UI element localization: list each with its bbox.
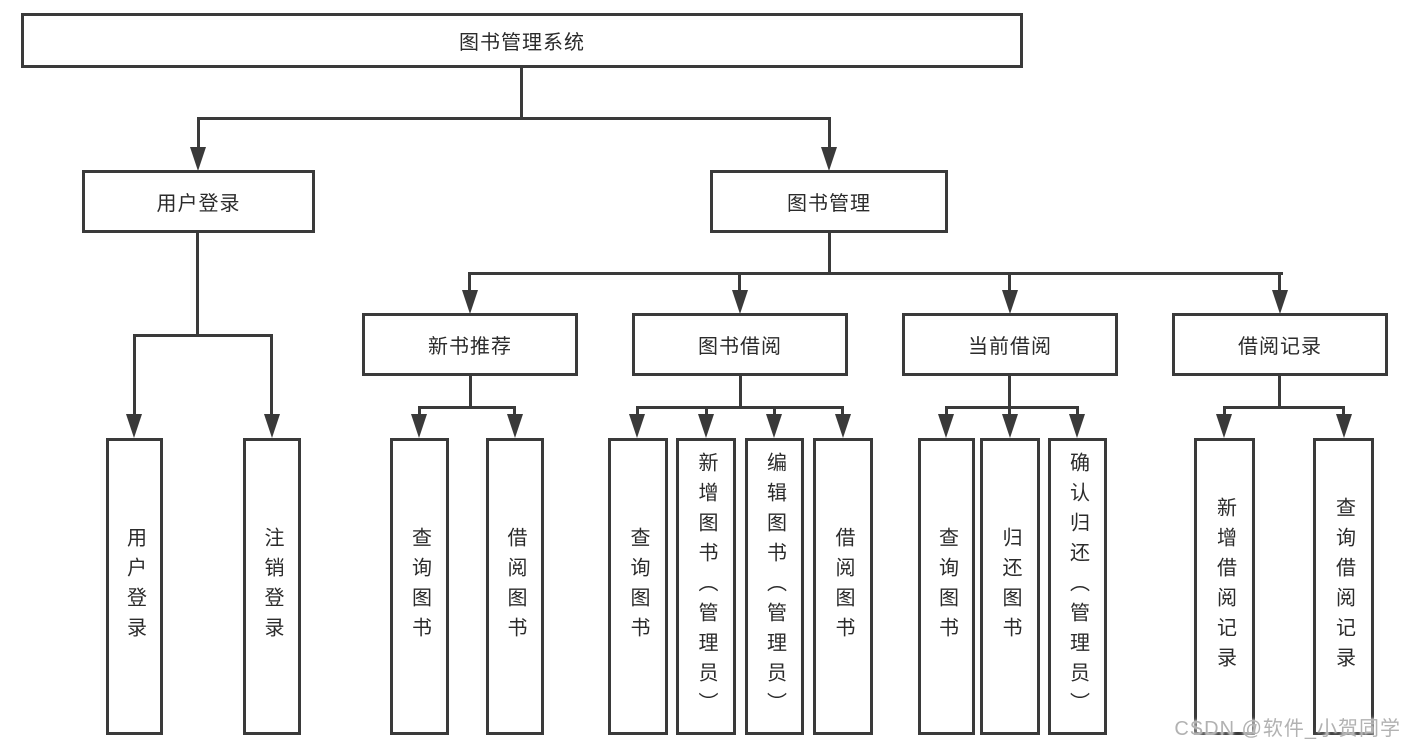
node-current-borrowing-label: 当前借阅 bbox=[968, 336, 1052, 358]
leaf-user-login: 用户登录 bbox=[106, 438, 163, 735]
arrowhead-book-management bbox=[821, 147, 837, 171]
arrowhead-borrow-books-1 bbox=[507, 414, 523, 438]
leaf-add-book-admin: 新增图书（管理员） bbox=[676, 438, 736, 735]
edge-stem-new-book-recommendation bbox=[468, 272, 471, 293]
leaf-return-book: 归还图书 bbox=[980, 438, 1040, 735]
edge-stem-book-borrowing bbox=[738, 272, 741, 293]
edge-stem-logout bbox=[270, 334, 273, 418]
arrowhead-edit-book-admin bbox=[766, 414, 782, 438]
leaf-query-books-1-label: 查询图书 bbox=[408, 526, 431, 647]
node-book-management-label: 图书管理 bbox=[787, 193, 871, 215]
edge-stem-borrow-books-2 bbox=[841, 406, 844, 418]
edge-stem-add-book-admin bbox=[705, 406, 708, 418]
edge-level3-rail bbox=[469, 272, 1283, 275]
arrowhead-borrow-books-2 bbox=[835, 414, 851, 438]
edge-stem-book-management bbox=[828, 117, 831, 151]
leaf-add-borrow-record-label: 新增借阅记录 bbox=[1213, 496, 1236, 677]
edge-stem-borrow-books-1 bbox=[513, 406, 516, 418]
leaf-logout-label: 注销登录 bbox=[261, 526, 283, 647]
leaf-borrow-books-2-label: 借阅图书 bbox=[832, 526, 854, 647]
leaf-borrow-books-1: 借阅图书 bbox=[486, 438, 544, 735]
edge-stem-current-borrowing bbox=[1008, 272, 1011, 293]
arrowhead-logout bbox=[264, 414, 280, 438]
leaf-confirm-return-admin-label: 确认归还（管理员） bbox=[1066, 451, 1089, 722]
arrowhead-query-books-3 bbox=[938, 414, 954, 438]
edge-stem-add-borrow-record bbox=[1223, 406, 1226, 418]
edge-level2-rail bbox=[197, 117, 831, 120]
edge-current-borrowing-stem bbox=[1008, 376, 1011, 409]
arrowhead-confirm-return-admin bbox=[1069, 414, 1085, 438]
edge-stem-user-login-leaf bbox=[133, 334, 136, 418]
node-root: 图书管理系统 bbox=[21, 13, 1023, 68]
edge-stem-edit-book-admin bbox=[773, 406, 776, 418]
edge-user-login-rail bbox=[133, 334, 273, 337]
node-borrowing-records-label: 借阅记录 bbox=[1238, 336, 1322, 358]
leaf-confirm-return-admin: 确认归还（管理员） bbox=[1048, 438, 1107, 735]
leaf-borrow-books-2: 借阅图书 bbox=[813, 438, 873, 735]
edge-stem-return-book bbox=[1008, 406, 1011, 418]
leaf-user-login-label: 用户登录 bbox=[123, 526, 146, 647]
csdn-watermark: CSDN @软件_小贺同学 bbox=[1174, 718, 1401, 740]
node-user-login: 用户登录 bbox=[82, 170, 315, 233]
leaf-query-books-3: 查询图书 bbox=[918, 438, 975, 735]
node-root-label: 图书管理系统 bbox=[459, 32, 585, 54]
leaf-query-borrow-record-label: 查询借阅记录 bbox=[1332, 496, 1355, 677]
arrowhead-book-borrowing bbox=[732, 290, 748, 314]
edge-borrowing-records-stem bbox=[1278, 376, 1281, 409]
arrowhead-add-book-admin bbox=[698, 414, 714, 438]
edge-user-login-stem bbox=[196, 233, 199, 337]
leaf-query-books-2-label: 查询图书 bbox=[627, 526, 649, 647]
leaf-logout: 注销登录 bbox=[243, 438, 301, 735]
leaf-return-book-label: 归还图书 bbox=[999, 526, 1021, 647]
edge-root-stem bbox=[520, 66, 523, 120]
leaf-query-borrow-record: 查询借阅记录 bbox=[1313, 438, 1374, 735]
arrowhead-add-borrow-record bbox=[1216, 414, 1232, 438]
arrowhead-user-login bbox=[190, 147, 206, 171]
arrowhead-query-borrow-record bbox=[1336, 414, 1352, 438]
arrowhead-current-borrowing bbox=[1002, 290, 1018, 314]
edge-stem-confirm-return-admin bbox=[1076, 406, 1079, 418]
edge-stem-query-borrow-record bbox=[1342, 406, 1345, 418]
edge-current-borrowing-rail bbox=[945, 406, 1079, 409]
edge-new-book-recommendation-rail bbox=[418, 406, 516, 409]
edge-stem-user-login bbox=[197, 117, 200, 151]
arrowhead-query-books-1 bbox=[411, 414, 427, 438]
node-book-management: 图书管理 bbox=[710, 170, 948, 233]
arrowhead-user-login-leaf bbox=[126, 414, 142, 438]
leaf-query-books-2: 查询图书 bbox=[608, 438, 668, 735]
leaf-add-borrow-record: 新增借阅记录 bbox=[1194, 438, 1255, 735]
leaf-add-book-admin-label: 新增图书（管理员） bbox=[695, 451, 717, 722]
edge-stem-borrowing-records bbox=[1278, 272, 1281, 293]
leaf-borrow-books-1-label: 借阅图书 bbox=[504, 526, 526, 647]
edge-book-management-stem bbox=[828, 233, 831, 275]
node-new-book-recommendation: 新书推荐 bbox=[362, 313, 578, 376]
edge-stem-query-books-3 bbox=[945, 406, 948, 418]
arrowhead-new-book-recommendation bbox=[462, 290, 478, 314]
arrowhead-query-books-2 bbox=[629, 414, 645, 438]
node-new-book-recommendation-label: 新书推荐 bbox=[428, 336, 512, 358]
node-book-borrowing-label: 图书借阅 bbox=[698, 336, 782, 358]
edge-book-borrowing-rail bbox=[636, 406, 843, 409]
node-user-login-label: 用户登录 bbox=[156, 193, 241, 215]
edge-stem-query-books-1 bbox=[418, 406, 421, 418]
node-borrowing-records: 借阅记录 bbox=[1172, 313, 1388, 376]
leaf-edit-book-admin-label: 编辑图书（管理员） bbox=[763, 451, 786, 722]
edge-new-book-recommendation-stem bbox=[469, 376, 472, 409]
arrowhead-return-book bbox=[1002, 414, 1018, 438]
leaf-query-books-3-label: 查询图书 bbox=[935, 526, 958, 647]
arrowhead-borrowing-records bbox=[1272, 290, 1288, 314]
edge-stem-query-books-2 bbox=[636, 406, 639, 418]
node-current-borrowing: 当前借阅 bbox=[902, 313, 1118, 376]
leaf-edit-book-admin: 编辑图书（管理员） bbox=[745, 438, 804, 735]
edge-borrowing-records-rail bbox=[1223, 406, 1344, 409]
edge-book-borrowing-stem bbox=[739, 376, 742, 409]
node-book-borrowing: 图书借阅 bbox=[632, 313, 848, 376]
leaf-query-books-1: 查询图书 bbox=[390, 438, 449, 735]
